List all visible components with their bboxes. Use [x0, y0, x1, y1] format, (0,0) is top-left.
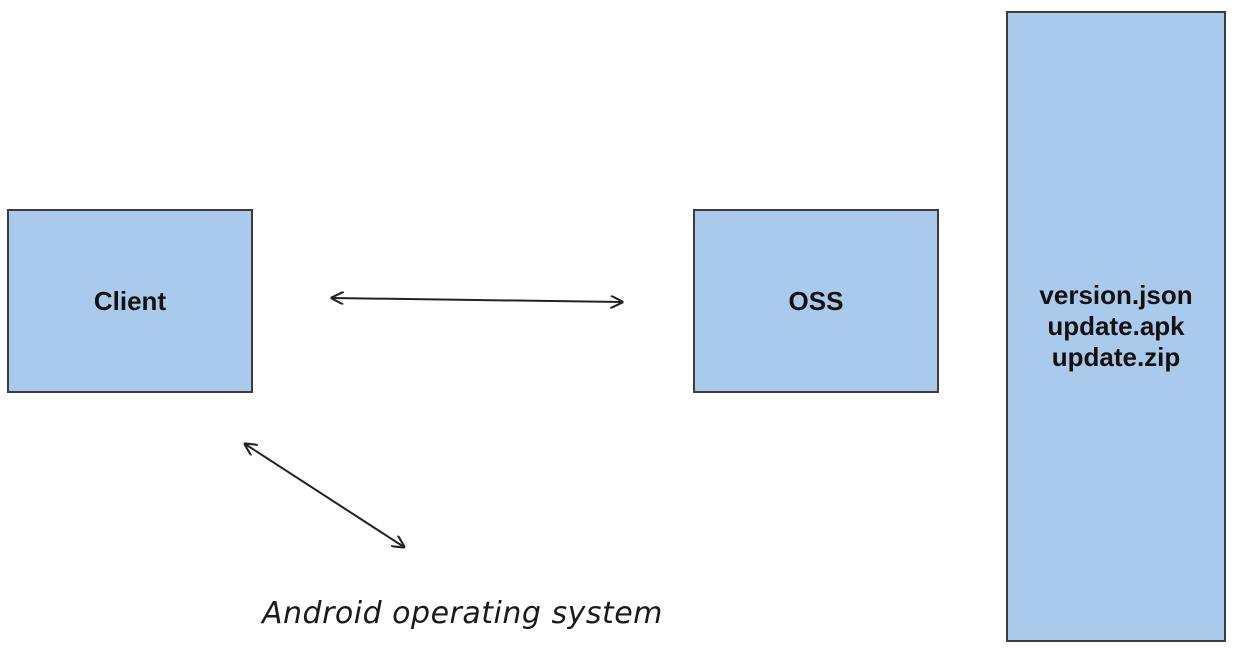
oss-label: OSS: [788, 285, 844, 316]
oss-box: OSS: [693, 209, 939, 393]
file-update-zip: update.zip: [1051, 342, 1181, 372]
storage-box: version.json update.apk update.zip: [1006, 11, 1226, 642]
client-oss-arrow: [332, 298, 622, 302]
client-box: Client: [7, 209, 253, 393]
client-label: Client: [93, 285, 167, 316]
file-update-apk: update.apk: [1047, 311, 1185, 341]
file-version-json: version.json: [1039, 280, 1193, 310]
client-android-arrow: [245, 444, 404, 547]
android-os-label: Android operating system: [262, 596, 663, 631]
